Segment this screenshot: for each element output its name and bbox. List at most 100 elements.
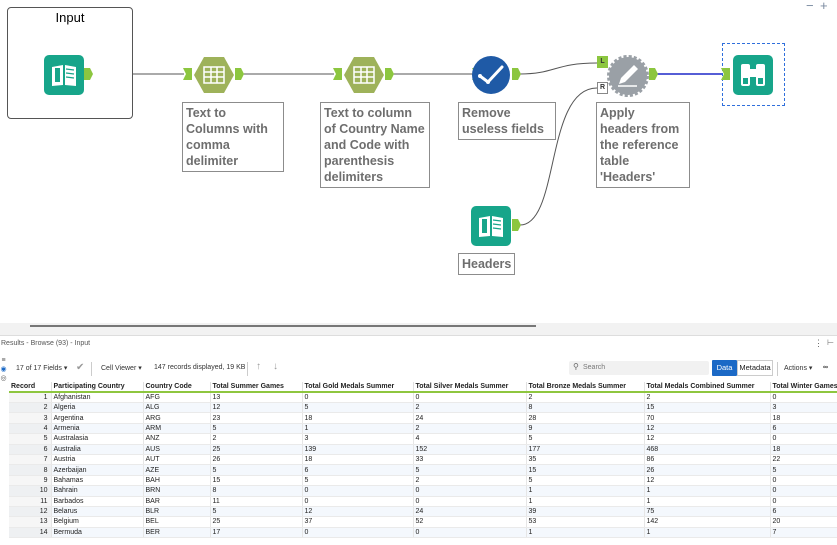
table-cell[interactable]: BEL [143, 516, 211, 528]
table-cell[interactable]: 25 [210, 444, 303, 455]
workflow-canvas[interactable]: − + Input Text to C [0, 0, 837, 327]
record-number[interactable]: 14 [9, 527, 52, 539]
table-cell[interactable]: 12 [644, 475, 771, 487]
table-cell[interactable]: 70 [644, 412, 771, 424]
table-cell[interactable]: 12 [210, 402, 303, 414]
data-button[interactable]: Data [712, 360, 737, 376]
record-number[interactable]: 12 [9, 506, 52, 518]
table-cell[interactable]: 1 [644, 485, 771, 497]
table-cell[interactable]: 12 [302, 506, 414, 518]
input-anchor[interactable] [333, 68, 342, 80]
table-cell[interactable]: 12 [644, 433, 771, 445]
annotation-apply-headers[interactable]: Apply headers from the reference table '… [596, 102, 690, 188]
output-anchor[interactable] [385, 68, 394, 80]
table-cell[interactable]: 25 [210, 516, 303, 528]
table-cell[interactable]: 5 [302, 402, 414, 414]
table-cell[interactable]: 468 [644, 444, 771, 455]
table-cell[interactable]: Azerbaijan [51, 464, 144, 476]
arrow-down-icon[interactable]: ↓ [273, 361, 278, 372]
table-cell[interactable]: 0 [770, 496, 837, 507]
table-cell[interactable]: 39 [526, 506, 645, 518]
info-icon[interactable]: ◉ [0, 366, 7, 373]
table-cell[interactable]: 152 [413, 444, 527, 455]
input-anchor[interactable] [183, 68, 192, 80]
table-cell[interactable]: 2 [413, 402, 527, 414]
table-cell[interactable]: Bahrain [51, 485, 144, 497]
list-icon[interactable]: ≡ [1, 357, 6, 364]
table-cell[interactable]: 13 [210, 392, 303, 403]
table-cell[interactable]: ARG [143, 412, 211, 424]
table-cell[interactable]: 7 [770, 527, 837, 539]
table-cell[interactable]: 0 [413, 392, 527, 403]
table-cell[interactable]: BLR [143, 506, 211, 518]
table-cell[interactable]: 142 [644, 516, 771, 528]
table-cell[interactable]: 139 [302, 444, 414, 455]
table-cell[interactable]: 18 [770, 444, 837, 455]
table-cell[interactable]: 0 [302, 392, 414, 403]
table-cell[interactable]: 0 [770, 485, 837, 497]
input-container[interactable]: Input [7, 7, 133, 119]
more-options-icon[interactable]: ⋮ [814, 338, 823, 348]
table-cell[interactable]: 2 [413, 423, 527, 435]
table-cell[interactable]: 0 [302, 485, 414, 497]
output-anchor[interactable] [84, 68, 93, 80]
table-cell[interactable]: 5 [210, 464, 303, 476]
table-cell[interactable]: Armenia [51, 423, 144, 435]
column-header[interactable]: Total Gold Medals Summer [302, 382, 414, 393]
table-cell[interactable]: 8 [210, 485, 303, 497]
record-number[interactable]: 6 [9, 444, 52, 455]
canvas-scrollbar[interactable] [0, 323, 837, 335]
table-cell[interactable]: Australasia [51, 433, 144, 445]
table-cell[interactable]: Belarus [51, 506, 144, 518]
table-cell[interactable]: 0 [413, 496, 527, 507]
table-cell[interactable]: 75 [644, 506, 771, 518]
column-header[interactable]: Record [9, 382, 52, 393]
right-input-anchor[interactable]: R [597, 82, 608, 94]
table-cell[interactable]: 53 [526, 516, 645, 528]
table-cell[interactable]: 1 [644, 496, 771, 507]
record-number[interactable]: 10 [9, 485, 52, 497]
table-cell[interactable]: 2 [644, 392, 771, 403]
table-cell[interactable]: BAH [143, 475, 211, 487]
table-cell[interactable]: 5 [526, 433, 645, 445]
table-cell[interactable]: ANZ [143, 433, 211, 445]
check-icon[interactable]: ✔ [76, 362, 85, 373]
dynamic-rename-tool[interactable] [607, 55, 649, 97]
annotation-text-to-columns[interactable]: Text to Columns with comma delimiter [182, 102, 284, 172]
column-header[interactable]: Participating Country [51, 382, 144, 393]
table-cell[interactable]: 37 [302, 516, 414, 528]
record-number[interactable]: 1 [9, 392, 52, 403]
fields-selector[interactable]: 17 of 17 Fields ▾ [16, 365, 68, 372]
table-cell[interactable]: 23 [210, 412, 303, 424]
table-cell[interactable]: 4 [413, 433, 527, 445]
table-cell[interactable]: 1 [644, 527, 771, 539]
table-cell[interactable]: 2 [526, 392, 645, 403]
zoom-out-button[interactable]: − [806, 0, 814, 13]
record-number[interactable]: 8 [9, 464, 52, 476]
cell-viewer-dropdown[interactable]: Cell Viewer ▾ [101, 365, 142, 372]
table-cell[interactable]: 12 [644, 423, 771, 435]
table-cell[interactable]: 5 [302, 475, 414, 487]
actions-dropdown[interactable]: Actions ▾ [784, 365, 813, 372]
table-cell[interactable]: 11 [210, 496, 303, 507]
table-cell[interactable]: 20 [770, 516, 837, 528]
infinity-icon[interactable]: ∞ [823, 364, 828, 371]
input-anchor[interactable] [721, 68, 730, 80]
table-cell[interactable]: BAR [143, 496, 211, 507]
table-cell[interactable]: 5 [210, 506, 303, 518]
column-header[interactable]: Total Medals Combined Summer [644, 382, 771, 393]
table-cell[interactable]: 18 [302, 412, 414, 424]
table-cell[interactable]: 5 [770, 464, 837, 476]
column-header[interactable]: Total Winter Games [770, 382, 837, 393]
table-cell[interactable]: 18 [770, 412, 837, 424]
column-header[interactable]: Total Bronze Medals Summer [526, 382, 645, 393]
